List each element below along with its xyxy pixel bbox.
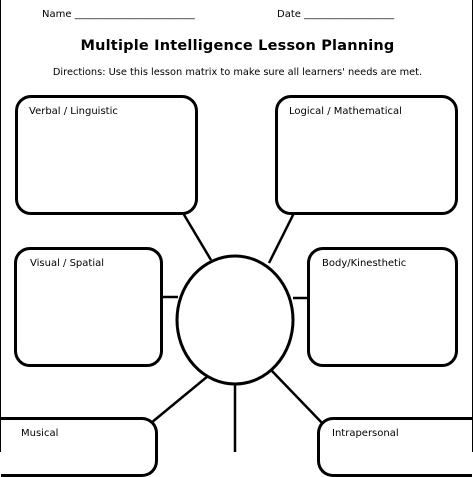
connector-intrapersonal <box>271 370 325 426</box>
visual-spatial-box: Visual / Spatial <box>14 247 163 367</box>
name-line: Name ________________________ <box>42 9 195 20</box>
center-circle <box>175 254 295 386</box>
date-line: Date __________________ <box>277 9 394 20</box>
directions-text: Directions: Use this lesson matrix to ma… <box>52 67 423 78</box>
logical-mathematical-label: Logical / Mathematical <box>289 106 402 117</box>
name-blank: ________________________ <box>74 9 195 20</box>
connector-logical <box>267 212 296 264</box>
name-label: Name <box>42 9 72 20</box>
intrapersonal-box: Intrapersonal <box>317 417 472 477</box>
verbal-linguistic-box: Verbal / Linguistic <box>15 95 198 215</box>
musical-box: Musical <box>1 417 158 477</box>
intrapersonal-label: Intrapersonal <box>332 428 399 439</box>
body-kinesthetic-label: Body/Kinesthetic <box>322 258 407 269</box>
date-label: Date <box>277 9 301 20</box>
page-title: Multiple Intelligence Lesson Planning <box>80 38 395 54</box>
body-kinesthetic-box: Body/Kinesthetic <box>307 247 458 367</box>
visual-spatial-label: Visual / Spatial <box>30 258 105 269</box>
verbal-linguistic-label: Verbal / Linguistic <box>29 106 118 117</box>
connector-lines <box>150 212 325 452</box>
logical-mathematical-box: Logical / Mathematical <box>275 95 458 215</box>
musical-label: Musical <box>21 428 59 439</box>
connector-verbal <box>181 212 213 261</box>
date-blank: __________________ <box>304 9 395 20</box>
connector-musical <box>150 375 209 424</box>
